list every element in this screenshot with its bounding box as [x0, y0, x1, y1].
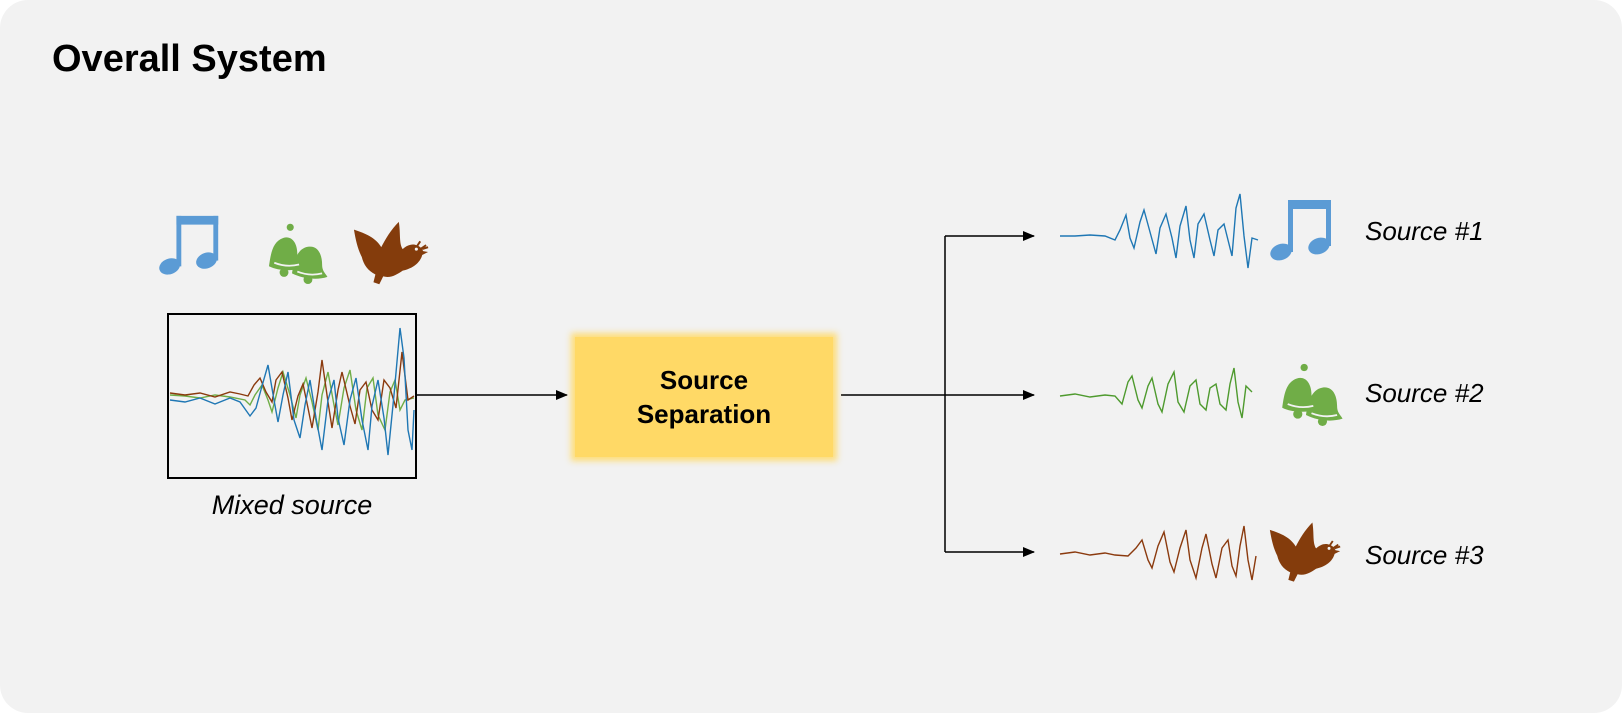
- dove-icon: [352, 220, 430, 286]
- source-1-label: Source #1: [1365, 216, 1484, 246]
- source-2-label: Source #2: [1365, 378, 1484, 408]
- source-3-dove-icon: [1268, 521, 1342, 583]
- source-separation-label: Source Separation: [636, 365, 772, 429]
- source-1-waveform: [1060, 193, 1259, 269]
- source-2-bells-icon: [1281, 362, 1344, 426]
- source-3-label: Source #3: [1365, 540, 1484, 570]
- source-separation-box: Source Separation: [575, 337, 833, 457]
- source-1-music-note-icon: [1268, 200, 1333, 264]
- source-3-waveform: [1059, 525, 1257, 581]
- music-note-icon: [157, 215, 220, 278]
- mixed-source-label: Mixed source: [211, 490, 373, 520]
- bells-icon: [267, 222, 329, 284]
- mixed-waveform: [169, 327, 415, 456]
- source-2-waveform: [1059, 367, 1253, 419]
- mixed-source-box: [167, 313, 417, 479]
- page-title: Overall System: [52, 38, 327, 80]
